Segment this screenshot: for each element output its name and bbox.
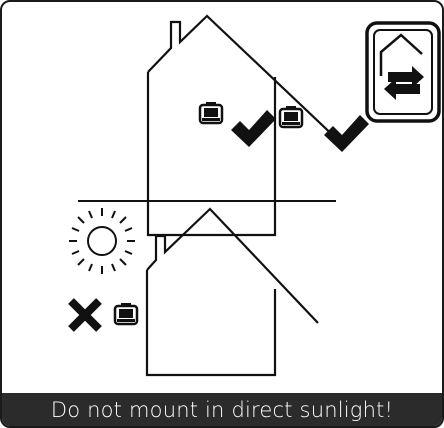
- cross-icon: [71, 301, 99, 329]
- checkmark-icon: [324, 115, 369, 152]
- caption-text: Do not mount in direct sunlight!: [51, 398, 393, 422]
- house-swap-icon: [367, 23, 439, 121]
- sun-icon: [69, 208, 135, 274]
- sensor-icon: [115, 303, 137, 324]
- sensor-icon: [280, 106, 302, 127]
- sensor-icon: [200, 102, 222, 123]
- caption-bar: Do not mount in direct sunlight!: [2, 393, 442, 426]
- checkmark-icon: [231, 110, 276, 147]
